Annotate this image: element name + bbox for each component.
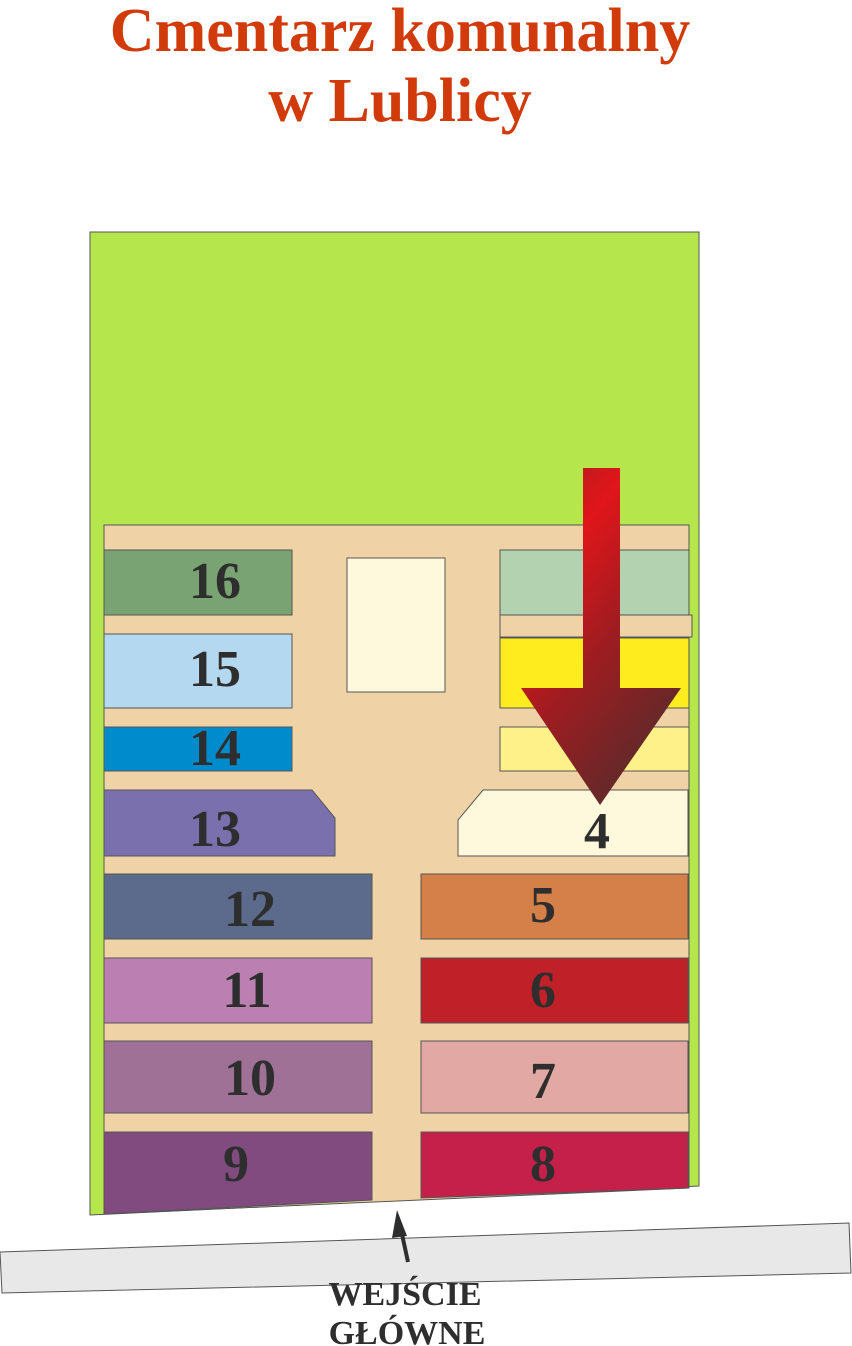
plot-12[interactable] [103,873,373,940]
plot-6[interactable] [420,957,689,1024]
plot-label-13: 13 [189,801,241,858]
plot-label-8: 8 [530,1136,556,1193]
plot-10[interactable] [103,1040,373,1114]
plot-label-4: 4 [584,803,610,860]
entrance-label-line1: WEJŚCIE [328,1275,481,1313]
plot-4[interactable] [457,789,689,857]
plot-13[interactable] [103,789,336,857]
plot-label-6: 6 [530,962,556,1019]
plot-5[interactable] [420,873,689,940]
map-title-line1: Cmentarz komunalny [109,0,691,65]
plot-label-16: 16 [189,553,241,610]
location-arrow-icon [521,468,681,805]
plot-label-11: 11 [222,962,271,1019]
plot-11[interactable] [103,957,373,1024]
plot-label-15: 15 [189,641,241,698]
plot-label-7: 7 [530,1053,556,1110]
entrance-label-line2: GŁÓWNE [329,1314,486,1346]
map-title-line2: w Lublicy [268,67,532,135]
plot-label-12: 12 [224,881,276,938]
road [0,1222,852,1294]
plot-label-10: 10 [224,1050,276,1107]
plot-9[interactable] [103,1131,373,1215]
location-arrow [521,468,681,805]
chapel [346,557,446,693]
plot-8[interactable] [420,1131,689,1199]
plot-label-14: 14 [189,720,241,777]
plot-16[interactable] [103,549,293,616]
plot-label-9: 9 [223,1136,249,1193]
plot-label-5: 5 [530,877,556,934]
plot-7[interactable] [420,1040,689,1114]
entrance-arrow-icon [392,1210,410,1263]
plot-14[interactable] [103,726,293,772]
plot-15[interactable] [103,633,293,709]
